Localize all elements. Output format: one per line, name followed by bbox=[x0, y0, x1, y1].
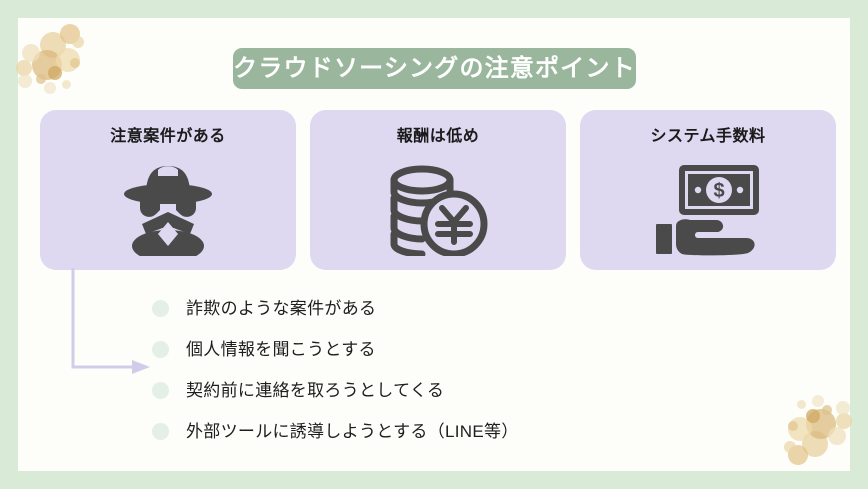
card-title: 注意案件がある bbox=[110, 128, 226, 145]
connector-arrow bbox=[70, 268, 160, 376]
bullet-dot-icon bbox=[152, 300, 169, 317]
spy-detective-icon bbox=[40, 162, 296, 258]
list-item-label: 外部ツールに誘導しようとする（LINE等） bbox=[186, 422, 519, 441]
caution-bullet-list: 詐欺のような案件がある 個人情報を聞こうとする 契約前に連絡を取ろうとしてくる … bbox=[152, 288, 712, 452]
card-title: 報酬は低め bbox=[396, 128, 480, 145]
list-item: 契約前に連絡を取ろうとしてくる bbox=[152, 370, 712, 411]
page-title: クラウドソーシングの注意ポイント bbox=[233, 54, 636, 82]
yen-coins-icon bbox=[310, 162, 566, 258]
card-caution-jobs: 注意案件がある bbox=[40, 110, 296, 270]
list-item-label: 契約前に連絡を取ろうとしてくる bbox=[186, 381, 445, 400]
hand-holding-money-icon: $ bbox=[580, 162, 836, 258]
card-system-fee: $ システム手数料 bbox=[580, 110, 836, 270]
list-item: 個人情報を聞こうとする bbox=[152, 329, 712, 370]
list-item-label: 詐欺のような案件がある bbox=[186, 299, 377, 318]
slide-title-banner: クラウドソーシングの注意ポイント bbox=[233, 48, 636, 89]
bullet-dot-icon bbox=[152, 341, 169, 358]
bullet-dot-icon bbox=[152, 382, 169, 399]
list-item: 外部ツールに誘導しようとする（LINE等） bbox=[152, 411, 712, 452]
svg-text:$: $ bbox=[713, 180, 724, 202]
card-low-reward: 報酬は低め bbox=[310, 110, 566, 270]
list-item-label: 個人情報を聞こうとする bbox=[186, 340, 376, 359]
card-title: システム手数料 bbox=[650, 128, 766, 145]
bullet-dot-icon bbox=[152, 423, 169, 440]
list-item: 詐欺のような案件がある bbox=[152, 288, 712, 329]
